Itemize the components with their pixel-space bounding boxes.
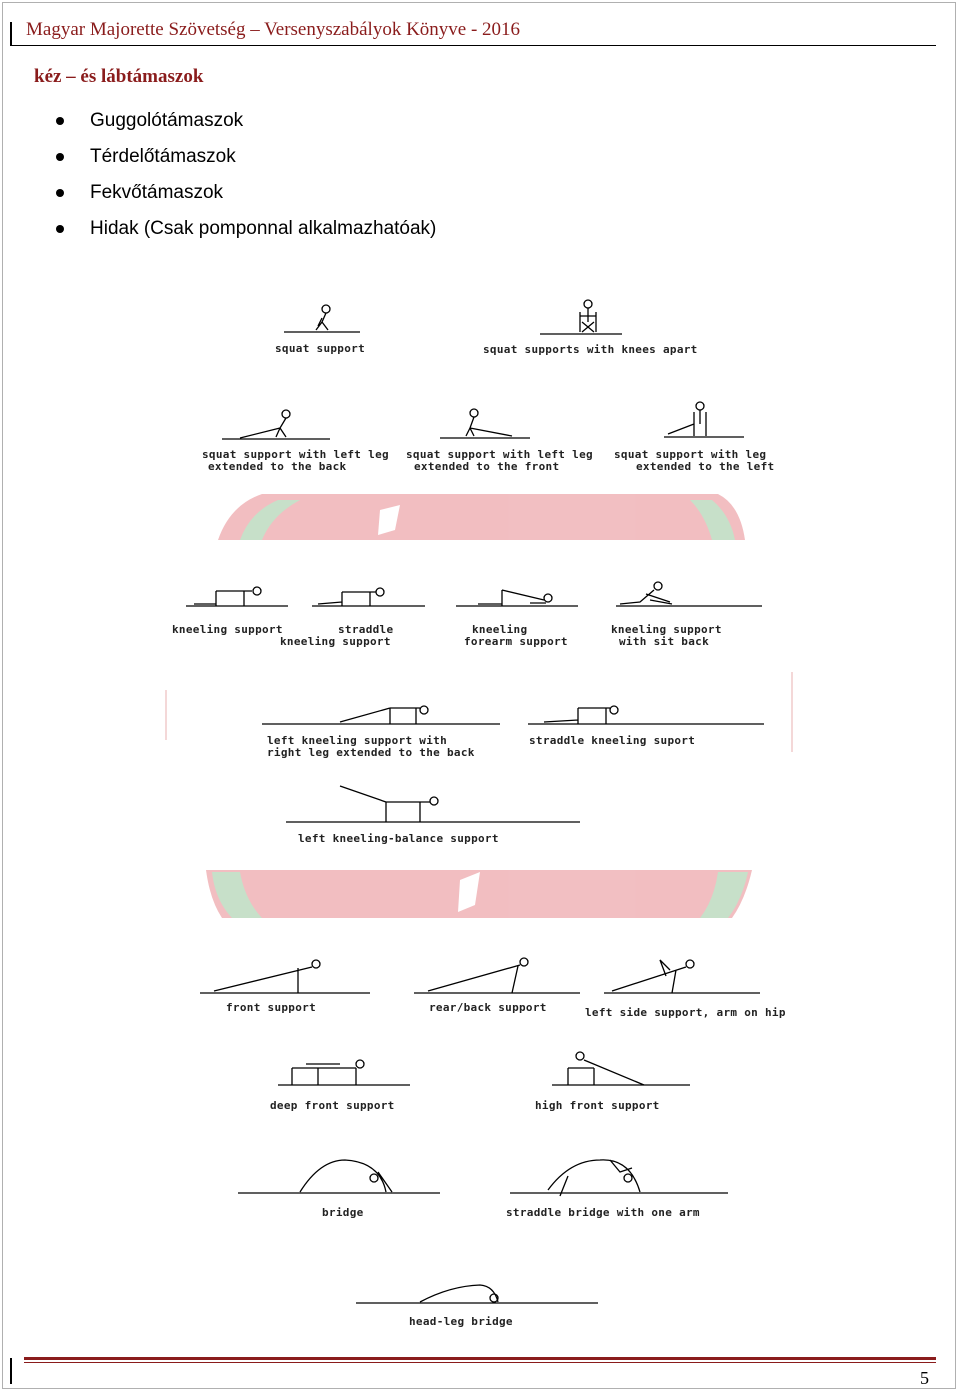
stick-figure-left-side-support (611, 959, 695, 994)
fig-label: squat support (275, 342, 365, 355)
stick-figure-squat-leg-back (239, 409, 291, 439)
stick-figure-straddle-bridge-one-arm (547, 1159, 641, 1197)
fig-label: high front support (535, 1099, 660, 1112)
header-title: Magyar Majorette Szövetség – Versenyszab… (26, 19, 521, 40)
fig-label: forearm support (464, 635, 568, 648)
bullet-item: Guggolótámaszok (56, 106, 436, 142)
bullet-text: Hidak (Csak pomponnal alkalmazhatóak) (90, 218, 437, 239)
bullet-list: Guggolótámaszok Térdelőtámaszok Fekvőtám… (56, 106, 436, 250)
page-header: Magyar Majorette Szövetség – Versenyszab… (0, 0, 960, 50)
stick-figure-kneeling-forearm (478, 589, 553, 606)
fig-label: squat supports with knees apart (483, 343, 698, 356)
fig-label: right leg extended to the back (267, 746, 475, 759)
fig-label: squat support with left leg (202, 448, 389, 461)
fig-label: left kneeling-balance support (298, 832, 499, 845)
section-title: kéz – és lábtámaszok (34, 66, 204, 87)
fig-label: kneeling (472, 623, 527, 636)
stick-figure-deep-front-support (291, 1059, 365, 1085)
stick-figure-squat-leg-front (465, 408, 513, 437)
fig-label: kneeling support (280, 635, 391, 648)
fig-label: straddle bridge with one arm (506, 1206, 700, 1219)
stick-figure-high-front-support (567, 1051, 645, 1086)
stick-figure-left-kneeling-leg-back (339, 705, 429, 724)
watermark-logo-top (218, 494, 745, 540)
stick-figure-left-kneeling-balance (339, 785, 439, 822)
stick-figure-front-support (213, 959, 321, 993)
fig-label: with sit back (619, 635, 709, 648)
fig-label: extended to the left (636, 460, 774, 473)
fig-label: kneeling support (172, 623, 283, 636)
page-number: 5 (920, 1368, 929, 1388)
bullet-item: Térdelőtámaszok (56, 142, 436, 178)
fig-label: bridge (322, 1206, 364, 1219)
stick-figure-bridge (299, 1159, 393, 1193)
stick-figure-kneeling-sit-back (619, 581, 673, 605)
stick-figure-squat-knees-apart (579, 299, 597, 333)
fig-label: extended to the front (414, 460, 559, 473)
stick-figure-squat-support (315, 304, 331, 331)
footer-rule-thin (24, 1362, 936, 1363)
bullet-text: Guggolótámaszok (90, 110, 244, 131)
fig-label: rear/back support (429, 1001, 547, 1014)
stick-figure-straddle-kneeling-suport (543, 705, 619, 724)
fig-label: straddle (338, 623, 393, 636)
stick-figure-squat-leg-left (667, 401, 707, 436)
fig-label: extended to the back (208, 460, 347, 473)
bullet-item: Fekvőtámaszok (56, 178, 436, 214)
header-left-bar (10, 22, 12, 46)
bullet-item: Hidak (Csak pomponnal alkalmazhatóak) (56, 214, 436, 250)
stick-figure-straddle-kneeling (317, 587, 385, 606)
fig-label: squat support with leg (614, 448, 766, 461)
bullet-dot-icon (56, 153, 64, 161)
fig-label: kneeling support (611, 623, 722, 636)
stick-figure-head-leg-bridge (419, 1284, 499, 1303)
fig-label: deep front support (270, 1099, 395, 1112)
fig-label: left kneeling support with (267, 734, 447, 747)
header-rule (10, 45, 936, 46)
bullet-text: Fekvőtámaszok (90, 182, 224, 203)
bullet-text: Térdelőtámaszok (90, 146, 236, 167)
footer-left-bar (10, 1358, 12, 1384)
bullet-dot-icon (56, 117, 64, 125)
fig-label: left side support, arm on hip (585, 1006, 786, 1019)
fig-label: straddle kneeling suport (529, 734, 695, 747)
fig-label: head-leg bridge (409, 1315, 513, 1328)
bullet-dot-icon (56, 225, 64, 233)
watermark-logo-bottom (206, 870, 752, 918)
fig-label: front support (226, 1001, 316, 1014)
bullet-dot-icon (56, 189, 64, 197)
stick-figure-kneeling-support (194, 586, 262, 606)
stick-figure-rear-support (427, 957, 529, 994)
fig-label: squat support with left leg (406, 448, 593, 461)
footer-rule (24, 1357, 936, 1360)
